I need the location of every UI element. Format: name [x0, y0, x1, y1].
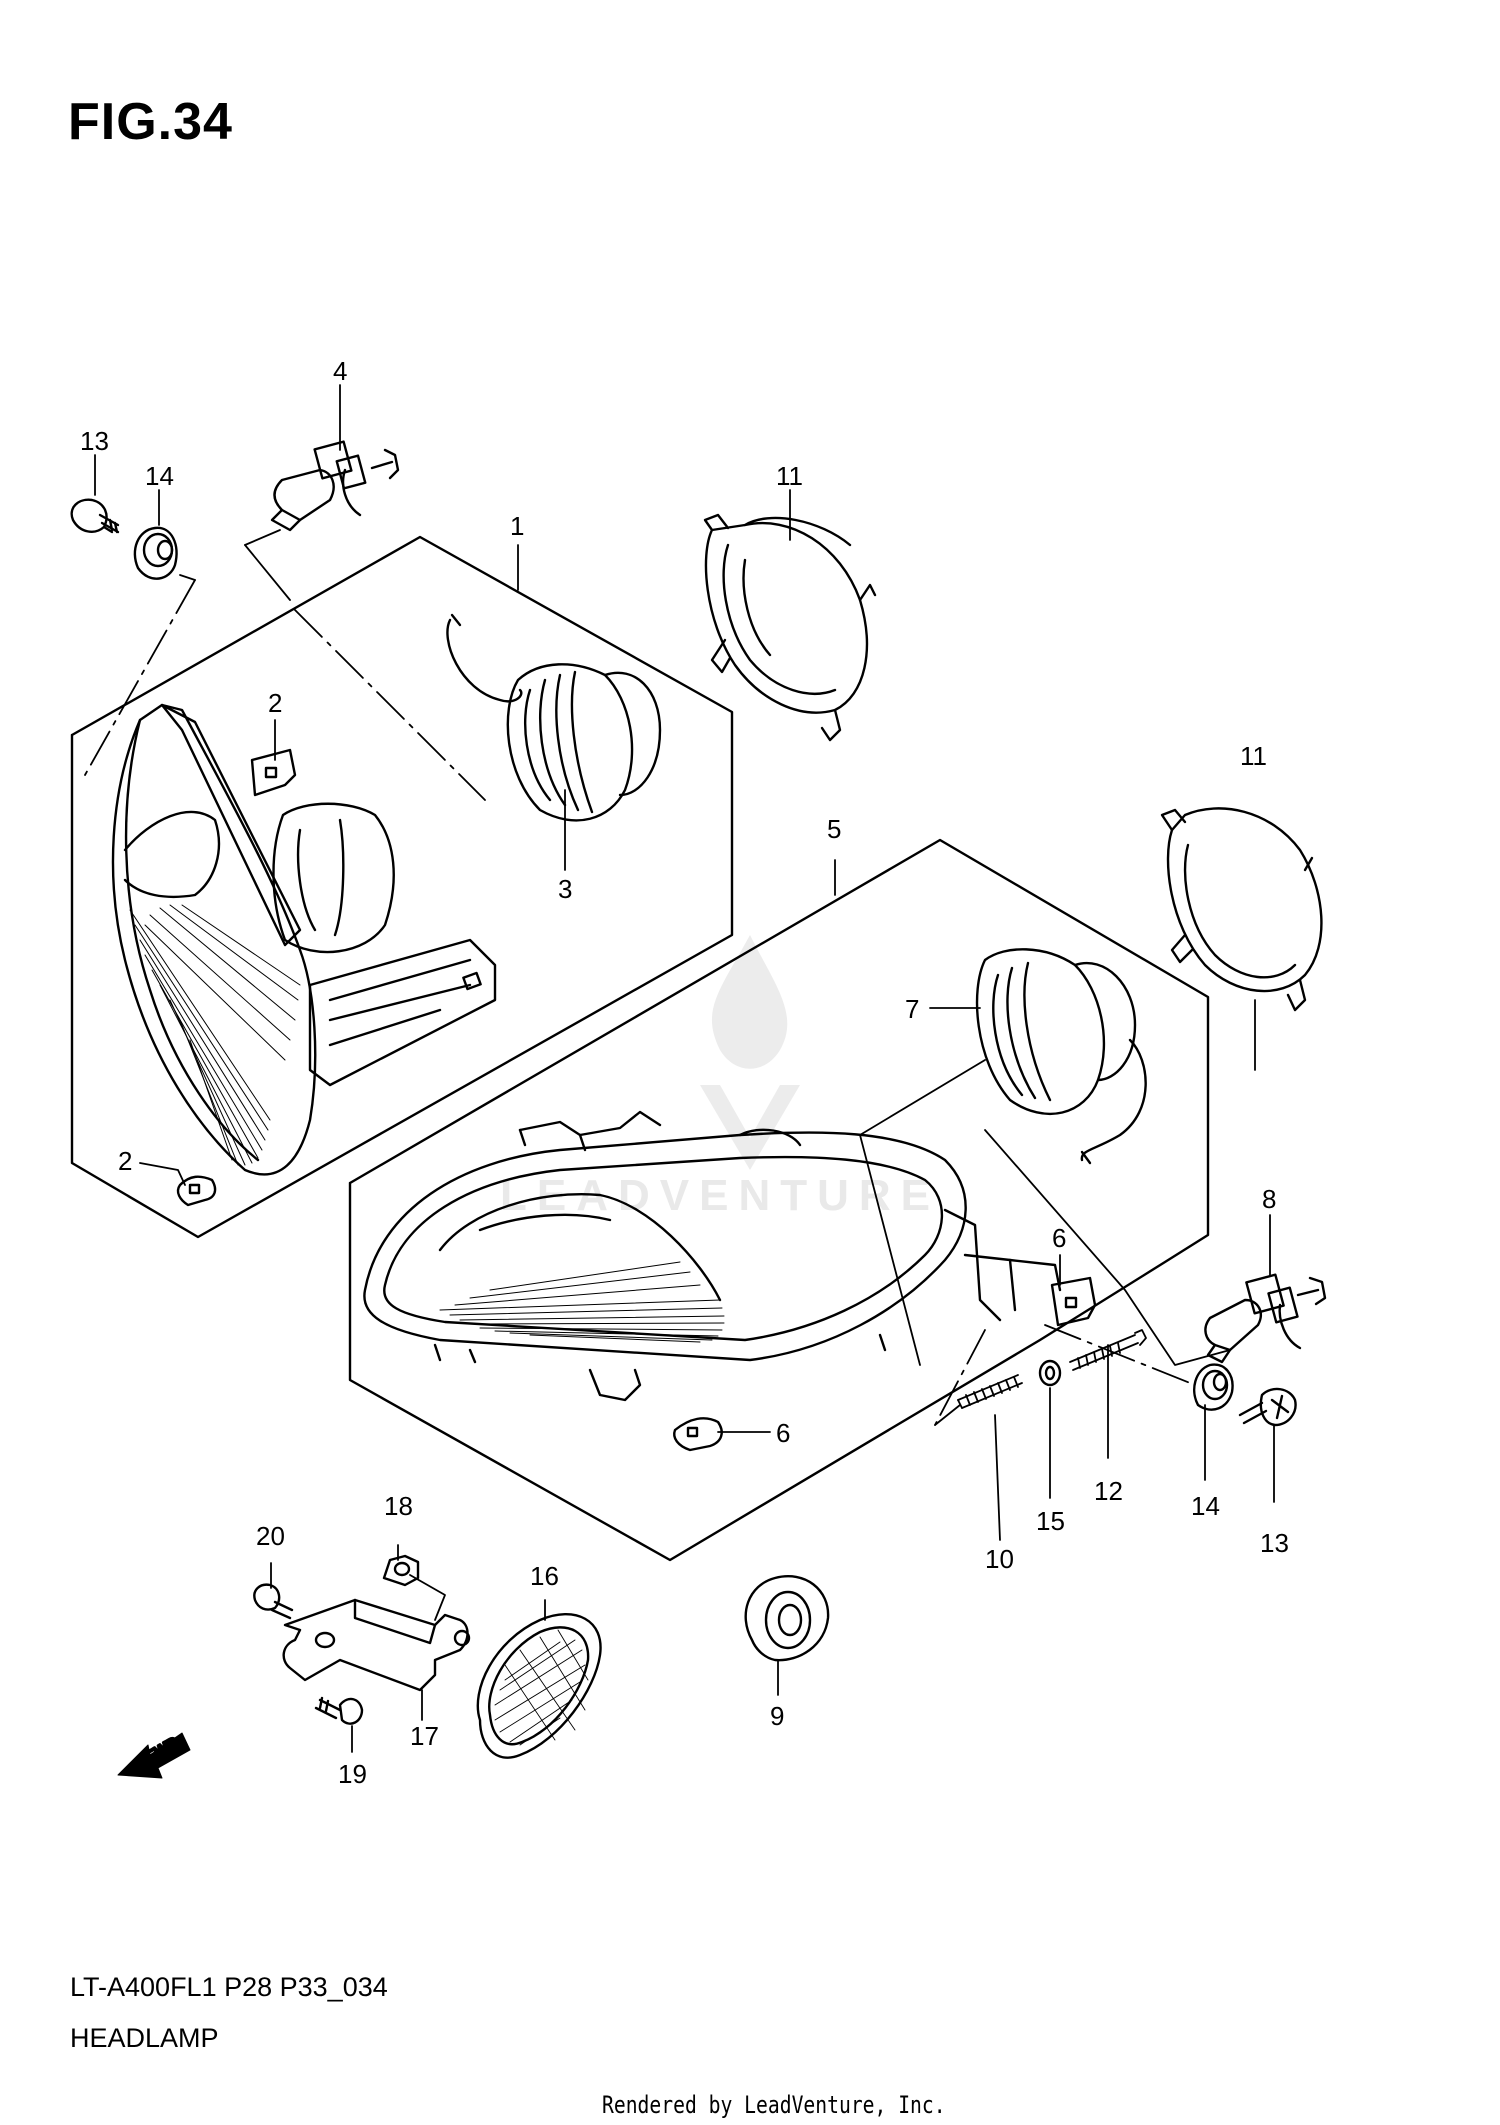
- callout-5: 5: [827, 814, 841, 844]
- adjuster-hardware: [957, 1329, 1147, 1409]
- callout-3: 3: [558, 874, 572, 904]
- callout-6: 6: [1052, 1223, 1066, 1253]
- bolt-20: [253, 1583, 294, 1620]
- retaining-ring-11-lower: [1160, 807, 1323, 1012]
- callout-19: 19: [338, 1759, 367, 1789]
- callout-6: 6: [776, 1418, 790, 1448]
- callout-13: 13: [80, 426, 109, 456]
- callout-8: 8: [1262, 1184, 1276, 1214]
- right-headlamp-housing: [363, 1131, 967, 1362]
- part-name: HEADLAMP: [70, 2023, 219, 2053]
- leadventure-flame-logo: [711, 935, 788, 1069]
- callout-17: 17: [410, 1721, 439, 1751]
- callout-4: 4: [333, 356, 347, 386]
- bracket-17: [282, 1598, 471, 1692]
- callout-11: 11: [1240, 741, 1267, 771]
- callout-14: 14: [1191, 1491, 1220, 1521]
- bulb-4: [270, 440, 400, 532]
- headlamp-assembly-1: [70, 535, 734, 1239]
- left-reflector-hatching: [129, 904, 301, 1166]
- alignment-lines: [84, 579, 1196, 1426]
- callout-18: 18: [384, 1491, 413, 1521]
- clip-2-upper: [250, 748, 297, 797]
- clip-6-lower: [673, 1417, 723, 1452]
- callout-15: 15: [1036, 1506, 1065, 1536]
- nut-18: [382, 1554, 420, 1587]
- washer-15: [1038, 1359, 1062, 1387]
- callout-labels: 13 14 4 1 11 2 3 11 5 7 2 8 6 6 12 14 15…: [80, 356, 1289, 1789]
- reflector-16: [476, 1613, 602, 1759]
- clip-6-upper: [1050, 1276, 1097, 1327]
- right-reflector-hatching: [439, 1261, 725, 1343]
- adjuster-spring-10: [957, 1374, 1023, 1409]
- clip-2-lower: [176, 1175, 217, 1207]
- screw-13-left: [70, 498, 120, 534]
- callout-2: 2: [268, 688, 282, 718]
- callout-2: 2: [118, 1146, 132, 1176]
- model-code: LT-A400FL1 P28 P33_034: [70, 1972, 388, 2002]
- retaining-ring-11-upper: [703, 513, 877, 742]
- callout-14: 14: [145, 461, 174, 491]
- bulb-socket-3: [446, 613, 662, 822]
- left-housing-bracket: [308, 938, 497, 1087]
- callout-12: 12: [1094, 1476, 1123, 1506]
- callout-9: 9: [770, 1701, 784, 1731]
- callout-7: 7: [905, 994, 919, 1024]
- screw-13-right: [1238, 1387, 1297, 1427]
- grommet-14-right: [1193, 1363, 1234, 1411]
- callout-10: 10: [985, 1544, 1014, 1574]
- bulb-8: [1204, 1273, 1327, 1364]
- callout-11: 11: [776, 461, 803, 491]
- assembly-1-outline: [70, 535, 734, 1239]
- leadventure-watermark: LEADVENTURE: [500, 935, 930, 1220]
- headlamp-assembly-5: [348, 838, 1210, 1562]
- bolt-19: [314, 1696, 364, 1725]
- callout-leaders: [94, 384, 1275, 1753]
- figure-title: FIG.34: [68, 93, 233, 151]
- connector-lines: [179, 529, 1231, 1621]
- grommet-14-left: [133, 526, 178, 580]
- callout-16: 16: [530, 1561, 559, 1591]
- callout-20: 20: [256, 1521, 285, 1551]
- grommet-9: [744, 1575, 830, 1662]
- callout-1: 1: [510, 511, 524, 541]
- fwd-arrow-icon: FWD: [117, 1732, 191, 1779]
- assembly-5-outline: [348, 838, 1210, 1562]
- callout-13: 13: [1260, 1528, 1289, 1558]
- render-credit: Rendered by LeadVenture, Inc.: [602, 2091, 946, 2119]
- bulb-socket-7: [975, 948, 1147, 1165]
